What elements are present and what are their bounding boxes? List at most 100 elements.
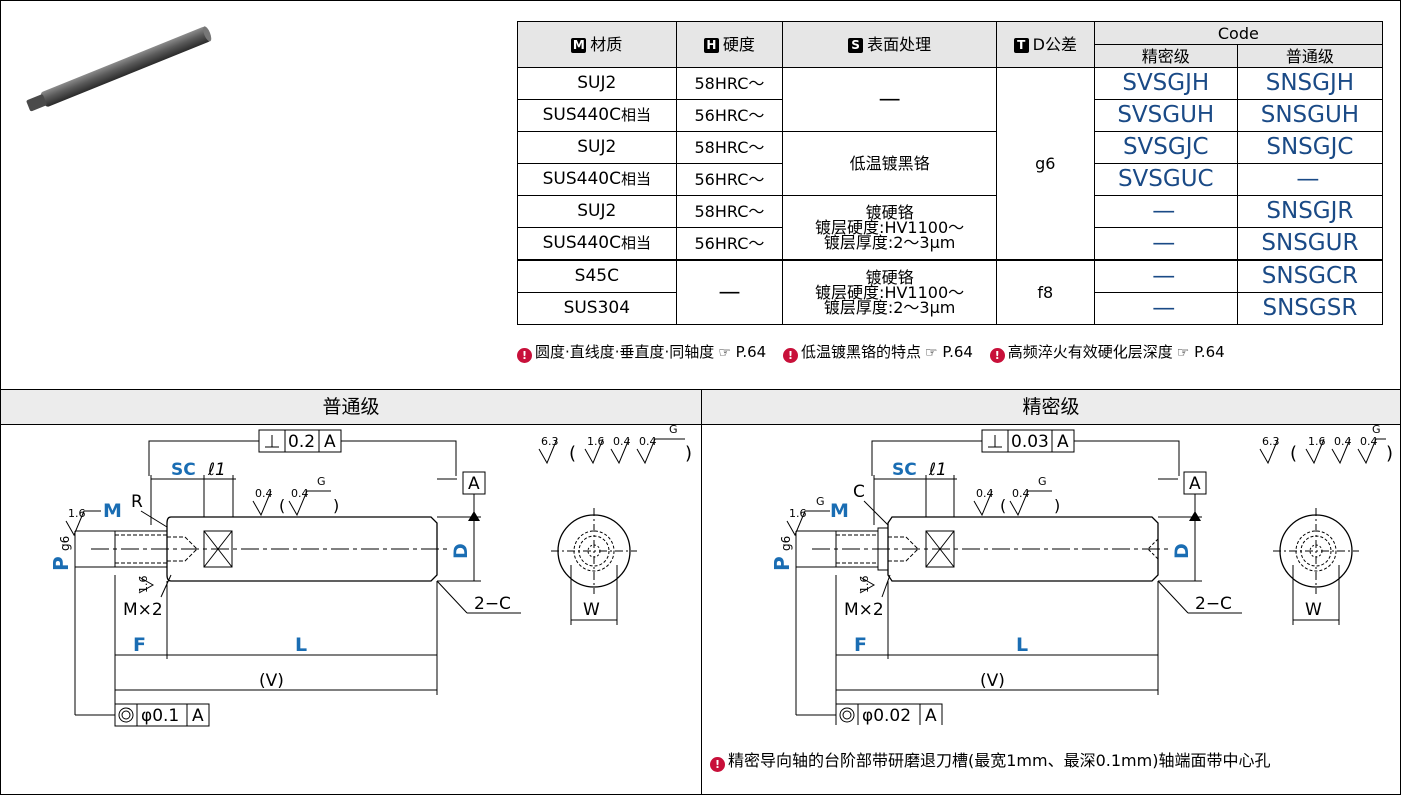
svg-text:G: G — [1372, 425, 1381, 436]
svg-text:A: A — [468, 474, 480, 494]
code-cell: SNSGJH — [1236, 67, 1384, 100]
code-cell: — — [1236, 163, 1384, 196]
table-row: SUJ2 58HRC～ — g6 SVSGJH SNSGJH — [517, 67, 1384, 261]
svg-text:): ) — [685, 443, 692, 464]
panel-title: 精密级 — [702, 390, 1400, 425]
svg-text:F: F — [854, 634, 867, 656]
code-cell: SNSGUR — [1236, 227, 1384, 261]
svg-text:C: C — [853, 482, 865, 502]
svg-text:A: A — [1189, 474, 1201, 494]
perpendicularity-frame: 0.03 A — [871, 429, 1180, 476]
table-row: SUS304 — SNSGSR — [517, 292, 1384, 325]
svg-text:ℓ1: ℓ1 — [207, 460, 226, 480]
note-item: !圆度·直线度·垂直度·同轴度☞ P.64 — [517, 343, 767, 363]
svg-text:SC: SC — [892, 460, 917, 480]
svg-text:0.03: 0.03 — [1011, 432, 1049, 452]
svg-text:ℓ1: ℓ1 — [928, 460, 947, 480]
svg-text:G: G — [669, 425, 678, 436]
svg-text:2−C: 2−C — [1195, 594, 1232, 614]
link-ref[interactable]: P.64 — [735, 343, 767, 361]
code-cell: — — [1093, 259, 1238, 293]
table-row: SUJ2 58HRC～ 低温镀黑铬 SVSGJC SNSGJC — [517, 131, 1384, 196]
surface-cell: 镀硬铬镀层硬度:HV1100～镀层厚度:2～3μm — [782, 259, 997, 325]
svg-text:R: R — [131, 492, 143, 512]
hardness-cell: 58HRC～ — [675, 131, 784, 164]
drawing-normal: 0.2 A SC ℓ1 A 6.3 ( 1.6 — [49, 425, 692, 727]
svg-text:F: F — [133, 634, 146, 656]
surface-cell: 低温镀黑铬 — [782, 131, 997, 196]
svg-text:M×2: M×2 — [844, 600, 884, 620]
svg-text:L: L — [295, 634, 307, 656]
svg-text:(: ( — [279, 496, 285, 515]
code-cell: SNSGJR — [1236, 195, 1384, 228]
code-cell: SVSGUH — [1093, 99, 1238, 132]
note-item: !高频淬火有效硬化层深度☞ P.64 — [989, 343, 1225, 363]
hardness-cell: 56HRC～ — [675, 99, 784, 132]
svg-text:A: A — [192, 706, 204, 726]
code-cell: SNSGJC — [1236, 131, 1384, 164]
svg-text:g6: g6 — [58, 536, 72, 551]
table-row: SUJ2 58HRC～ 镀硬铬镀层硬度:HV1100～镀层厚度:2～3μm — … — [517, 195, 1384, 261]
shaft-drawing — [91, 516, 451, 582]
note-item: !低温镀黑铬的特点☞ P.64 — [783, 343, 973, 363]
code-cell: SVSGJH — [1093, 67, 1238, 100]
svg-text:(V): (V) — [980, 671, 1005, 691]
link-ref[interactable]: P.64 — [1194, 343, 1225, 361]
svg-text:G: G — [317, 475, 326, 488]
pointing-hand-icon: ☞ — [718, 345, 731, 361]
hardness-cell: 56HRC～ — [675, 227, 784, 261]
svg-text:W: W — [1305, 600, 1322, 620]
surface-cell: 镀硬铬镀层硬度:HV1100～镀层厚度:2～3μm — [782, 195, 997, 261]
svg-text:0.2: 0.2 — [288, 432, 315, 452]
code-cell: SNSGSR — [1236, 292, 1384, 325]
svg-text:2−C: 2−C — [474, 594, 511, 614]
svg-text:): ) — [333, 496, 339, 515]
svg-text:A: A — [1057, 432, 1069, 452]
code-cell: SVSGUC — [1093, 163, 1238, 196]
code-cell: SNSGUH — [1236, 99, 1384, 132]
precision-note: !精密导向轴的台阶部带研磨退刀槽(最宽1mm、最深0.1mm)轴端面带中心孔 — [710, 747, 1270, 772]
hardness-cell: 58HRC～ — [675, 67, 784, 100]
svg-text:φ0.02: φ0.02 — [862, 706, 911, 725]
header-normal: 普通级 — [1236, 44, 1384, 68]
tolerance-cell: g6 — [995, 67, 1095, 261]
product-photo — [26, 26, 212, 112]
svg-text:(: ( — [569, 443, 576, 464]
end-view: W — [551, 508, 637, 625]
header-code: Code — [1093, 21, 1384, 45]
svg-text:(: ( — [1290, 443, 1297, 464]
table-row: S45C — 镀硬铬镀层硬度:HV1100～镀层厚度:2～3μm f8 — SN… — [517, 259, 1384, 325]
svg-text:M: M — [830, 500, 849, 522]
svg-text:(: ( — [1000, 496, 1006, 515]
pointing-hand-icon: ☞ — [1176, 345, 1190, 361]
surface-cell: — — [782, 67, 997, 132]
svg-text:M: M — [103, 500, 122, 522]
svg-text:L: L — [1016, 634, 1028, 656]
notes-line: !圆度·直线度·垂直度·同轴度☞ P.64 !低温镀黑铬的特点☞ P.64 !高… — [517, 341, 1237, 363]
svg-text:): ) — [1054, 496, 1060, 515]
svg-text:): ) — [1386, 443, 1393, 464]
info-icon: ! — [783, 348, 799, 363]
svg-text:A: A — [324, 432, 336, 452]
shaft-drawing — [812, 516, 1172, 582]
svg-text:g6: g6 — [779, 536, 793, 551]
svg-text:M×2: M×2 — [123, 600, 163, 620]
table-row: SUS440C相当 56HRC～ SVSGUC — — [517, 163, 1384, 196]
link-ref[interactable]: P.64 — [942, 343, 973, 361]
svg-text:G: G — [1038, 475, 1047, 488]
code-cell: — — [1093, 195, 1238, 228]
svg-text:D: D — [1171, 543, 1193, 559]
svg-text:(V): (V) — [259, 671, 284, 691]
hardness-cell: 58HRC～ — [675, 195, 784, 228]
svg-text:P: P — [770, 556, 794, 571]
info-icon: ! — [989, 348, 1005, 363]
perpendicularity-frame: 0.2 A — [148, 429, 457, 476]
svg-text:A: A — [925, 706, 937, 725]
